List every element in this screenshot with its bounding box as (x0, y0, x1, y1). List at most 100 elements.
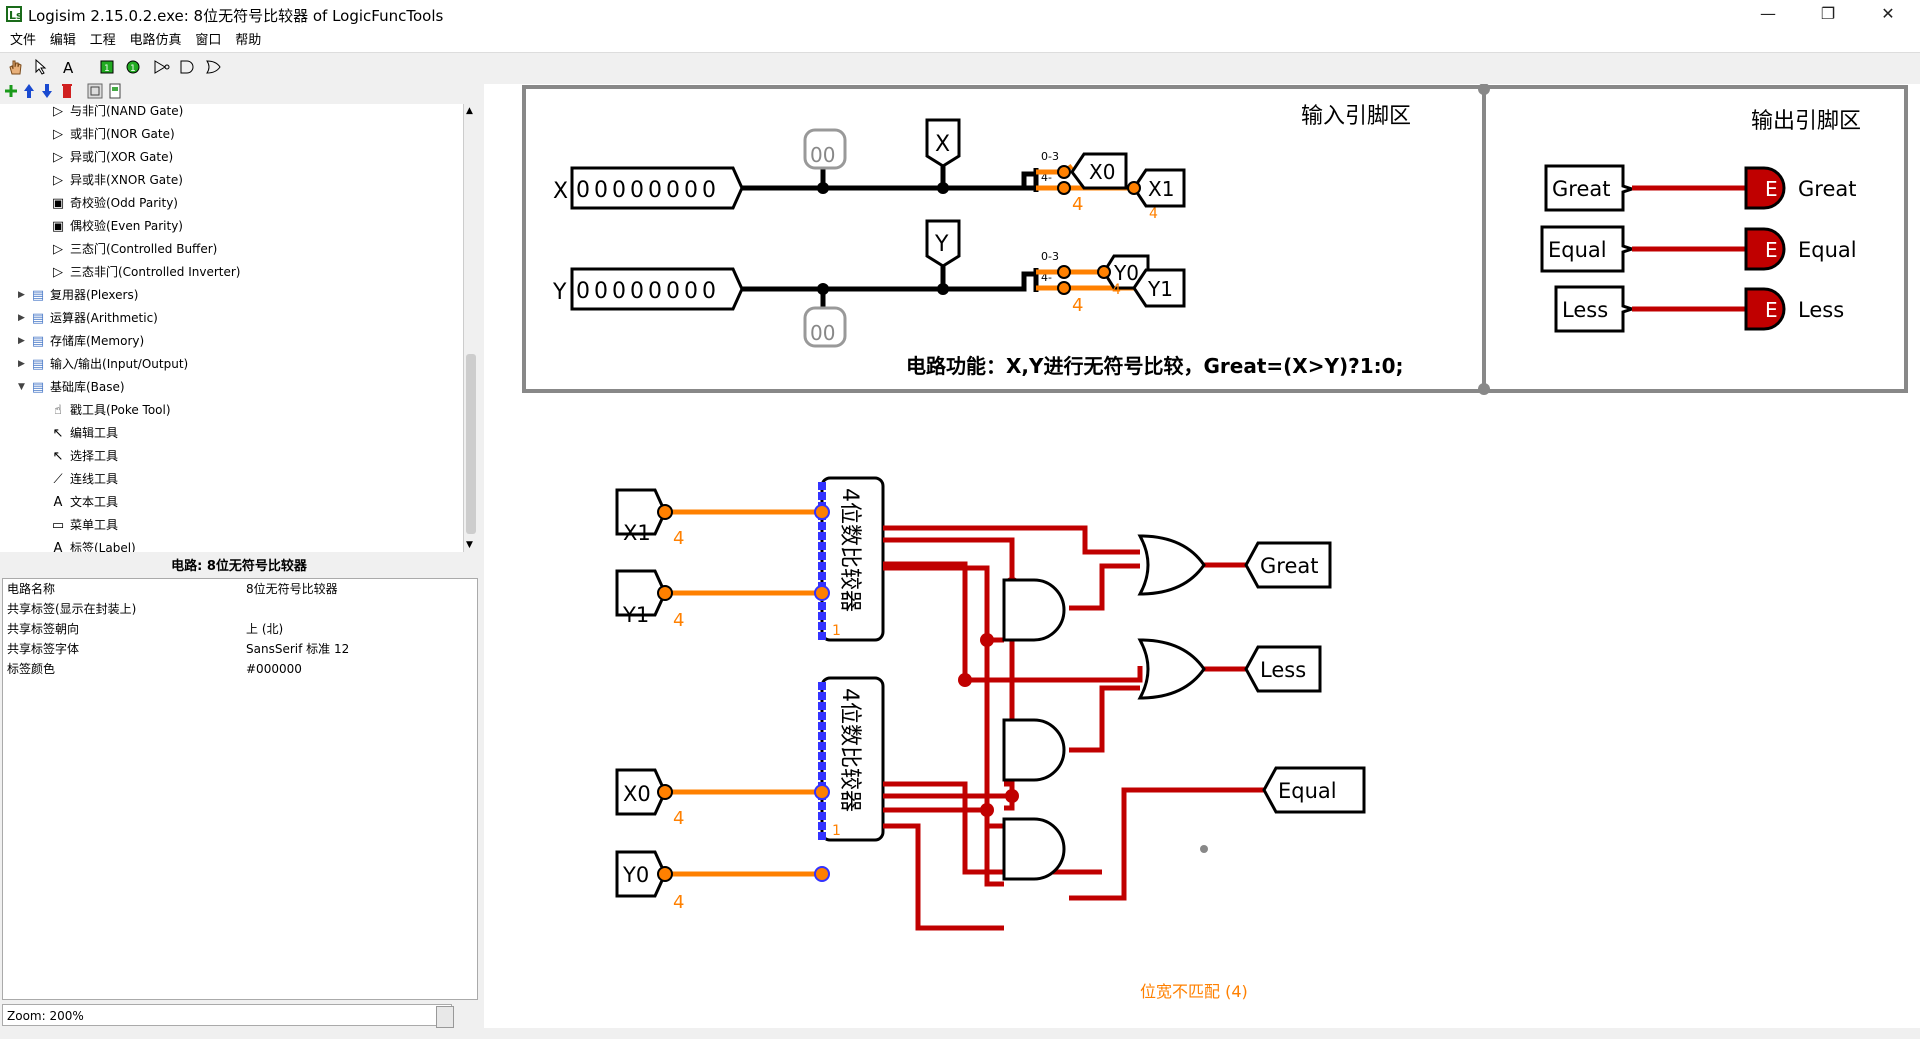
menu-file[interactable]: 文件 (10, 33, 37, 48)
menu-project[interactable]: 工程 (89, 33, 116, 48)
tree-expander-icon[interactable]: ▼ (18, 382, 25, 392)
tree-item[interactable]: ☝戳工具(Poke Tool) (50, 399, 171, 421)
tree-item[interactable]: ▭菜单工具 (50, 514, 118, 536)
property-value[interactable]: 8位无符号比较器 (246, 582, 338, 596)
tree-item[interactable]: ↖编辑工具 (50, 422, 118, 444)
tree-item[interactable]: ▶▤运算器(Arithmetic) (18, 307, 158, 329)
maximize-button[interactable]: ❐ (1820, 4, 1836, 23)
edit-tool-icon[interactable] (32, 58, 50, 76)
x1-input-tunnel[interactable] (615, 488, 667, 536)
y0-input-tunnel[interactable] (615, 850, 667, 898)
text-tool-icon[interactable]: A (60, 58, 78, 76)
tree-item[interactable]: ↖选择工具 (50, 445, 118, 467)
equal-out-tunnel[interactable] (1262, 766, 1366, 814)
delete-circuit-icon[interactable] (58, 82, 76, 100)
selection-handle (818, 562, 826, 570)
circuit-canvas[interactable]: 输入引脚区 输出引脚区 电路功能：X,Y进行无符号比较，Great=(X>Y)?… (484, 83, 1920, 1028)
tree-item[interactable]: ▣奇校验(Odd Parity) (50, 192, 178, 214)
x-input-pin[interactable] (570, 166, 744, 210)
less-output-pin[interactable] (1744, 287, 1786, 331)
pin-input-icon[interactable]: 1 (98, 58, 116, 76)
equal-tunnel[interactable] (1540, 225, 1637, 273)
tree-item[interactable]: ▷异或门(XOR Gate) (50, 146, 173, 168)
comparator-low[interactable]: 4位数比较器 1 (820, 676, 885, 842)
comparator-high[interactable]: 4位数比较器 1 (820, 476, 885, 642)
menu-edit[interactable]: 编辑 (49, 33, 76, 48)
x-probe[interactable] (803, 128, 847, 170)
x1-tunnel[interactable] (1132, 168, 1186, 208)
or-gate-less[interactable] (1137, 638, 1206, 700)
zoom-field[interactable]: Zoom: 200% (2, 1004, 452, 1026)
tree-item[interactable]: ▷异或非(XNOR Gate) (50, 169, 183, 191)
wire-junction (817, 283, 829, 295)
tree-scrollbar[interactable]: ▲ ▼ (463, 104, 479, 552)
tree-item[interactable]: ▣偶校验(Even Parity) (50, 215, 183, 237)
move-down-icon[interactable] (38, 82, 56, 100)
great-tunnel[interactable] (1544, 164, 1637, 212)
edit-appearance-icon[interactable] (106, 82, 124, 100)
circuit-diagram[interactable]: 输入引脚区 输出引脚区 电路功能：X,Y进行无符号比较，Great=(X>Y)?… (484, 83, 1920, 1028)
tree-item[interactable]: ▷三态门(Controlled Buffer) (50, 238, 217, 260)
close-button[interactable]: ✕ (1881, 4, 1895, 23)
less-out-tunnel[interactable] (1244, 645, 1322, 693)
property-row[interactable]: 共享标签(显示在封装上) (3, 599, 477, 619)
property-value[interactable]: 上 (北) (246, 622, 284, 636)
tree-expander-icon[interactable]: ▶ (18, 336, 25, 346)
move-up-icon[interactable] (20, 82, 38, 100)
zoom-spinner[interactable] (436, 1006, 454, 1028)
tree-item[interactable]: ▷或非门(NOR Gate) (50, 123, 175, 145)
property-row[interactable]: 共享标签朝向上 (北) (3, 619, 477, 639)
and-gate-3[interactable] (1002, 817, 1066, 881)
tree-expander-icon[interactable]: ▶ (18, 290, 25, 300)
edit-layout-icon[interactable] (86, 82, 104, 100)
not-gate-icon[interactable] (152, 58, 170, 76)
property-value[interactable]: #000000 (246, 662, 302, 676)
tree-item[interactable]: ▶▤输入/输出(Input/Output) (18, 353, 188, 375)
menu-window[interactable]: 窗口 (195, 33, 222, 48)
great-out-tunnel[interactable] (1244, 541, 1332, 589)
tree-expander-icon[interactable]: ▶ (18, 359, 25, 369)
add-circuit-icon[interactable] (2, 82, 20, 100)
tree-item[interactable]: ▷三态非门(Controlled Inverter) (50, 261, 240, 283)
property-value[interactable]: SansSerif 标准 12 (246, 642, 350, 656)
y-probe[interactable] (803, 306, 847, 348)
minimize-button[interactable]: — (1760, 4, 1776, 23)
less-tunnel[interactable] (1554, 285, 1637, 333)
x0-lower-port (657, 784, 673, 800)
pin-output-icon[interactable]: 1 (124, 58, 142, 76)
equal-output-pin[interactable] (1744, 227, 1786, 271)
tree-item[interactable]: ⟋连线工具 (50, 468, 118, 490)
or-gate-great[interactable] (1137, 534, 1206, 596)
tree-item[interactable]: ▼▤基础库(Base) (18, 376, 125, 398)
tree-expander-icon[interactable]: ▶ (18, 313, 25, 323)
y-tunnel[interactable] (925, 219, 961, 268)
title-bar: Ls Logisim 2.15.0.2.exe: 8位无符号比较器 of Log… (0, 0, 1920, 30)
tree-item[interactable]: ▶▤复用器(Plexers) (18, 284, 138, 306)
tree-item[interactable]: ▶▤存储库(Memory) (18, 330, 144, 352)
x0-input-tunnel[interactable] (615, 768, 667, 816)
and-gate-2[interactable] (1002, 718, 1066, 782)
selection-handle (818, 822, 826, 830)
menu-simulate[interactable]: 电路仿真 (129, 33, 182, 48)
y1-tunnel[interactable] (1132, 268, 1186, 308)
great-output-pin[interactable] (1744, 166, 1786, 210)
tree-item[interactable]: ▷与非门(NAND Gate) (50, 104, 183, 122)
scroll-down-arrow[interactable]: ▼ (466, 540, 473, 550)
scroll-thumb[interactable] (466, 354, 476, 534)
x-tunnel[interactable] (925, 118, 961, 168)
and-gate-1[interactable] (1002, 578, 1066, 642)
poke-tool-icon[interactable] (6, 58, 24, 76)
property-row[interactable]: 标签颜色#000000 (3, 659, 477, 679)
and-gate-icon[interactable] (178, 58, 196, 76)
or-gate-icon[interactable] (204, 58, 222, 76)
x0-tunnel[interactable] (1070, 152, 1128, 190)
scroll-up-arrow[interactable]: ▲ (466, 106, 473, 116)
y1-input-tunnel[interactable] (615, 569, 667, 617)
y-input-pin[interactable] (570, 267, 744, 311)
menu-help[interactable]: 帮助 (235, 33, 262, 48)
panel-divider[interactable] (480, 80, 484, 1039)
